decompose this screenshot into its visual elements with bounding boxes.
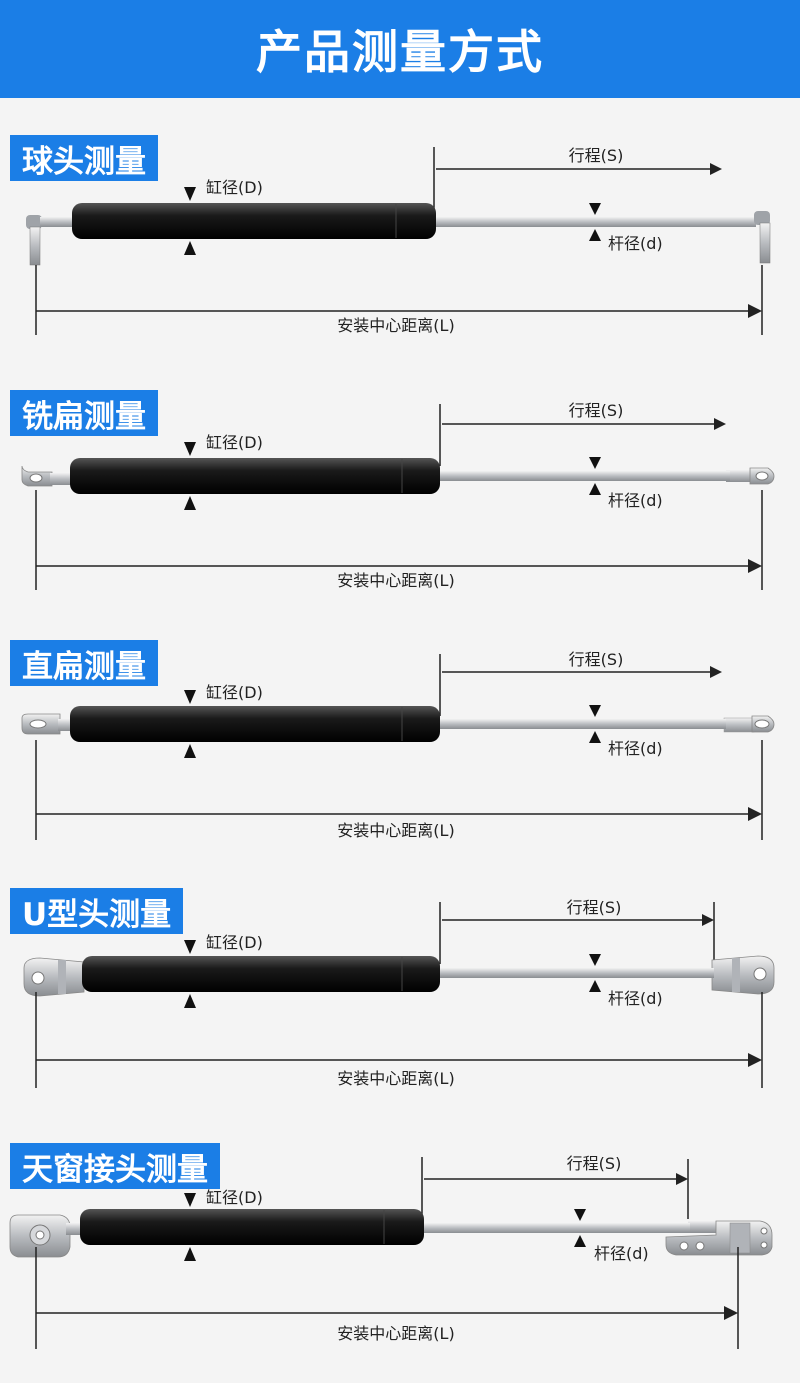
u-clevis-left bbox=[23, 957, 85, 997]
cylinder-diameter-arrow-bottom bbox=[184, 241, 196, 255]
stroke-label: 行程(S) bbox=[569, 401, 624, 420]
rod-diameter-arrow-bottom bbox=[574, 1235, 586, 1247]
cylinder-diameter-arrow-bottom bbox=[184, 496, 196, 510]
rod-diameter-label: 杆径(d) bbox=[608, 989, 663, 1008]
cylinder-diameter-arrow-bottom bbox=[184, 744, 196, 758]
page-header: 产品测量方式 bbox=[0, 0, 800, 98]
section-title: 天窗接头测量 bbox=[10, 1143, 220, 1189]
section-milled-flat: 铣扁测量 行程(S) 缸径(D) bbox=[0, 390, 800, 630]
section-ball-joint: 球头测量 行程(S) bbox=[0, 135, 800, 375]
cylinder-diameter-label: 缸径(D) bbox=[206, 933, 263, 952]
cylinder-body bbox=[82, 956, 440, 992]
milled-flat-end-right bbox=[726, 467, 775, 485]
rod-diameter-arrow-top bbox=[574, 1209, 586, 1221]
cylinder-diameter-label: 缸径(D) bbox=[206, 1188, 263, 1207]
skylight-bracket-left bbox=[9, 1214, 82, 1258]
center-distance-label: 安装中心距离(L) bbox=[337, 821, 454, 840]
cylinder-diameter-arrow-top bbox=[184, 1193, 196, 1207]
milled-flat-end-left bbox=[21, 465, 76, 487]
rod-diameter-arrow-top bbox=[589, 954, 601, 966]
center-distance-arrow bbox=[748, 1053, 762, 1067]
cylinder-diameter-arrow-top bbox=[184, 442, 196, 456]
straight-flat-end-left bbox=[21, 713, 74, 735]
ball-joint-right bbox=[722, 211, 771, 264]
cylinder-diameter-arrow-bottom bbox=[184, 994, 196, 1008]
rod-diameter-label: 杆径(d) bbox=[594, 1244, 649, 1263]
gas-spring-diagram: 行程(S) 缸径(D) 杆径(d) 安装中心距离(L) bbox=[9, 1154, 773, 1349]
section-skylight-bracket: 天窗接头测量 行程(S) bbox=[0, 1143, 800, 1383]
stroke-arrow bbox=[710, 666, 722, 678]
center-distance-arrow bbox=[748, 807, 762, 821]
rod-diameter-arrow-bottom bbox=[589, 980, 601, 992]
rod-diameter-arrow-bottom bbox=[589, 731, 601, 743]
center-distance-label: 安装中心距离(L) bbox=[337, 1069, 454, 1088]
center-distance-label: 安装中心距离(L) bbox=[337, 571, 454, 590]
gas-spring-diagram: 行程(S) 缸径(D) 杆径(d) 安装中心距离(L) bbox=[21, 650, 775, 840]
u-clevis-right bbox=[711, 955, 775, 995]
stroke-arrow bbox=[702, 914, 714, 926]
section-straight-flat: 直扁测量 行程(S) 缸径(D) bbox=[0, 640, 800, 880]
cylinder-body bbox=[80, 1209, 424, 1245]
ball-joint-left bbox=[26, 215, 74, 266]
piston-rod bbox=[440, 968, 714, 978]
rod-diameter-label: 杆径(d) bbox=[608, 234, 663, 253]
center-distance-arrow bbox=[748, 304, 762, 318]
section-title: 球头测量 bbox=[10, 135, 158, 181]
cylinder-diameter-label: 缸径(D) bbox=[206, 433, 263, 452]
section-title: 铣扁测量 bbox=[10, 390, 158, 436]
piston-rod bbox=[434, 217, 724, 227]
center-distance-label: 安装中心距离(L) bbox=[337, 316, 454, 335]
center-distance-arrow bbox=[724, 1306, 738, 1320]
piston-rod bbox=[422, 1223, 690, 1233]
section-title: 直扁测量 bbox=[10, 640, 158, 686]
cylinder-diameter-label: 缸径(D) bbox=[206, 683, 263, 702]
cylinder-body bbox=[70, 458, 440, 494]
skylight-bracket-right bbox=[665, 1220, 773, 1256]
cylinder-diameter-arrow-top bbox=[184, 940, 196, 954]
gas-spring-diagram: 行程(S) 缸径(D) 杆径(d) 安装中心距离(L) bbox=[23, 898, 775, 1088]
piston-rod bbox=[440, 471, 730, 481]
cylinder-body bbox=[70, 706, 440, 742]
rod-diameter-arrow-top bbox=[589, 705, 601, 717]
stroke-label: 行程(S) bbox=[567, 1154, 622, 1173]
cylinder-diameter-label: 缸径(D) bbox=[206, 178, 263, 197]
stroke-arrow bbox=[714, 418, 726, 430]
stroke-label: 行程(S) bbox=[569, 650, 624, 669]
cylinder-diameter-arrow-top bbox=[184, 187, 196, 201]
page-title: 产品测量方式 bbox=[256, 25, 544, 79]
rod-diameter-arrow-bottom bbox=[589, 483, 601, 495]
stroke-label: 行程(S) bbox=[567, 898, 622, 917]
cylinder-diameter-arrow-bottom bbox=[184, 1247, 196, 1261]
center-distance-label: 安装中心距离(L) bbox=[337, 1324, 454, 1343]
stroke-arrow bbox=[676, 1173, 688, 1185]
stroke-label: 行程(S) bbox=[569, 146, 624, 165]
cylinder-body bbox=[72, 203, 436, 239]
rod-diameter-label: 杆径(d) bbox=[608, 491, 663, 510]
cylinder-diameter-arrow-top bbox=[184, 690, 196, 704]
gas-spring-diagram: 行程(S) 缸径(D) 杆径(d) 安装中心距离(L) bbox=[21, 401, 775, 590]
rod-diameter-arrow-top bbox=[589, 457, 601, 469]
rod-diameter-label: 杆径(d) bbox=[608, 739, 663, 758]
gas-spring-diagram: 行程(S) 缸径(D) 杆径(d) 安装中心距离(L) bbox=[26, 146, 771, 335]
center-distance-arrow bbox=[748, 559, 762, 573]
section-u-clevis: U型头测量 行程(S) 缸径(D) bbox=[0, 888, 800, 1128]
stroke-arrow bbox=[710, 163, 722, 175]
section-title: U型头测量 bbox=[10, 888, 184, 934]
piston-rod bbox=[440, 719, 726, 729]
rod-diameter-arrow-bottom bbox=[589, 229, 601, 241]
straight-flat-end-right bbox=[723, 715, 775, 733]
rod-diameter-arrow-top bbox=[589, 203, 601, 215]
